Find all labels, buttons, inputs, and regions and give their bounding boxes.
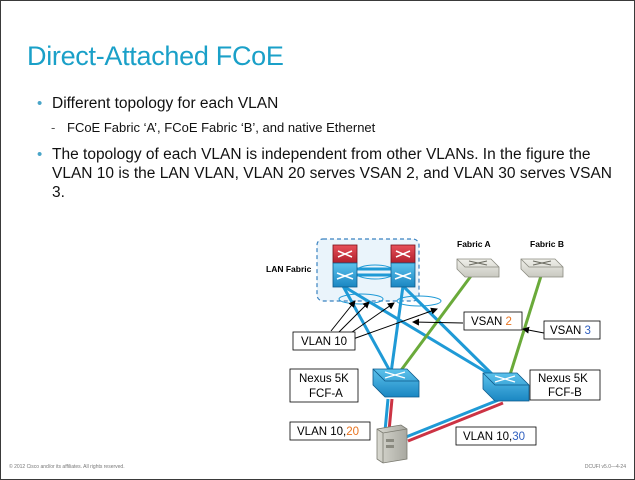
nexus-a-line2: FCF-A bbox=[309, 388, 343, 400]
vsan3-arrow bbox=[522, 326, 545, 334]
link-core2-fcfa bbox=[389, 285, 405, 374]
server-icon bbox=[376, 424, 408, 464]
nexus-a-line1: Nexus 5K bbox=[299, 373, 349, 385]
link-host-fcfa-blue bbox=[383, 398, 390, 432]
nexus-b-line1: Nexus 5K bbox=[538, 373, 588, 385]
host-vlan-a-label: VLAN 10,20 bbox=[297, 426, 359, 438]
lan-core-switch-left bbox=[332, 244, 358, 288]
vlan10-label: VLAN 10 bbox=[301, 336, 347, 348]
nexus-b-line2: FCF-B bbox=[548, 387, 582, 399]
nexus-a-box bbox=[289, 368, 359, 403]
bullet-2-text: The topology of each VLAN is independent… bbox=[52, 146, 612, 201]
dash-icon: - bbox=[51, 120, 56, 135]
lan-fabric-label: LAN Fabric bbox=[266, 264, 312, 274]
fabric-b-switch bbox=[520, 258, 564, 278]
ethernet-links bbox=[341, 267, 498, 380]
vsan2-label: VSAN 2 bbox=[471, 316, 512, 328]
fabric-a-switch bbox=[456, 258, 500, 278]
vsan3-box bbox=[543, 320, 601, 340]
lan-core-switch-right bbox=[390, 244, 416, 288]
vsan2-box bbox=[463, 311, 523, 331]
bullet-1-text: Different topology for each VLAN bbox=[52, 95, 279, 112]
vsan3-label: VSAN 3 bbox=[550, 325, 591, 337]
vlan-ellipse-1 bbox=[338, 293, 384, 305]
link-host-fcfb-red bbox=[407, 401, 504, 443]
host-vlan-a-box bbox=[289, 421, 371, 441]
link-host-fcfb-blue bbox=[405, 397, 502, 439]
nexus-b-box bbox=[529, 369, 601, 401]
fabric-a-label: Fabric A bbox=[457, 239, 491, 249]
footer-copyright: © 2012 Cisco and/or its affiliates. All … bbox=[9, 464, 125, 470]
vlan-ellipse-2 bbox=[396, 295, 442, 307]
vlan10-box bbox=[292, 331, 356, 351]
host-vlan-b-box bbox=[455, 426, 537, 446]
vlan10-arrows bbox=[330, 300, 438, 340]
nexus-fcf-a-switch bbox=[372, 368, 420, 398]
bullet-dot-icon: • bbox=[37, 95, 43, 112]
link-core1-fcfb bbox=[342, 284, 497, 380]
link-host-fcfa-red bbox=[387, 398, 394, 432]
host-vlan-b-label: VLAN 10,30 bbox=[463, 431, 525, 443]
slide-title: Direct-Attached FCoE bbox=[27, 41, 284, 71]
bullet-dot-icon: • bbox=[37, 146, 43, 163]
link-fabric-a-fcfa bbox=[397, 275, 473, 374]
nexus-fcf-b-switch bbox=[482, 372, 530, 402]
link-core2-fcfb bbox=[401, 284, 498, 380]
fabric-b-label: Fabric B bbox=[530, 239, 564, 249]
footer-slide-id: DCUFI v5.0—4-24 bbox=[584, 464, 626, 470]
vsan2-arrow bbox=[412, 318, 464, 326]
sub-bullet-text: FCoE Fabric ‘A’, FCoE Fabric ‘B’, and na… bbox=[67, 120, 376, 135]
host-links bbox=[383, 397, 504, 443]
